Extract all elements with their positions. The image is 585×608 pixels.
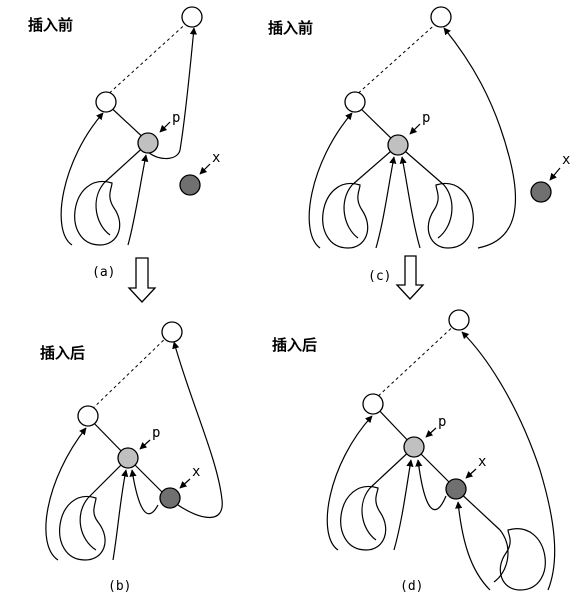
subtree-blob [493,529,509,583]
thread-arrow [127,154,149,246]
thread-arrow [455,501,491,591]
subtree-blob [437,184,453,239]
panel-d: 插入后 p x (d) [272,309,556,594]
tree-node [77,405,99,427]
tree-node [430,6,452,28]
label-p: p [172,110,180,126]
tree-node [344,91,366,113]
subtree-blob [499,528,546,591]
thread-arrow [415,459,447,511]
panel-c-heading: 插入前 [268,19,313,37]
dashed-edge [87,333,171,414]
thread-arrow [375,156,397,249]
panel-c: 插入前 p x (c) [268,6,570,284]
subtree-blob [79,497,97,551]
subtree-blob [427,182,474,249]
thread-arrow [326,415,373,551]
tree-node [448,309,470,331]
subtree-blob [361,487,377,541]
pointer-arrow [139,439,151,450]
pointer-arrow [199,163,211,175]
down-arrow-icon [127,257,157,303]
pointer-arrow [159,121,171,133]
pointer-arrow [465,468,477,479]
subtree-blob [343,184,359,239]
panel-b-heading: 插入后 [40,344,85,362]
thread-arrow [308,112,353,249]
panel-c-sub: (c) [368,269,391,284]
pointer-arrow [179,478,191,489]
node-x [530,181,552,203]
node-x [445,478,467,500]
down-arrow-icon [395,255,425,300]
node-x [179,174,201,196]
dashed-edge [373,321,459,401]
node-p [403,436,425,458]
label-x: x [212,150,220,166]
thread-arrow [172,341,223,518]
pointer-arrow [409,123,421,135]
tree-node [95,91,117,113]
thread-arrow [112,469,129,561]
thread-arrow [461,331,556,591]
thread-arrow [399,156,421,249]
node-x [159,487,181,509]
dashed-edge [353,19,441,98]
panel-a-heading: 插入前 [28,16,73,34]
label-x: x [562,152,570,168]
tree-node [362,393,384,415]
subtree-blob [340,485,387,551]
panel-a-sub: (a) [92,265,115,280]
node-p [117,447,139,469]
tree-node [181,6,203,28]
panel-d-heading: 插入后 [272,336,317,354]
thread-arrow [45,427,87,561]
panel-b-sub: (b) [108,579,131,594]
panel-a: 插入前 p x (a) [28,6,220,280]
subtree-blob [59,495,106,561]
thread-arrow [129,469,159,515]
panel-d-sub: (d) [400,579,423,594]
pointer-arrow [549,167,561,181]
dashed-edge [104,19,191,98]
subtree-blob [95,182,111,236]
tree-node [161,321,183,343]
label-p: p [438,414,446,430]
label-p: p [152,425,160,441]
pointer-arrow [425,427,437,438]
label-p: p [422,110,430,126]
label-x: x [192,464,200,480]
label-x: x [478,454,486,470]
node-p [387,134,409,156]
thread-arrow [443,27,517,249]
thread-arrow [393,459,414,551]
thread-arrow [60,112,104,246]
thread-arrow [147,27,197,160]
subtree-blob [322,182,369,249]
panel-b: 插入后 p x (b) [40,321,223,594]
subtree-blob [74,180,121,246]
node-p [137,132,159,154]
